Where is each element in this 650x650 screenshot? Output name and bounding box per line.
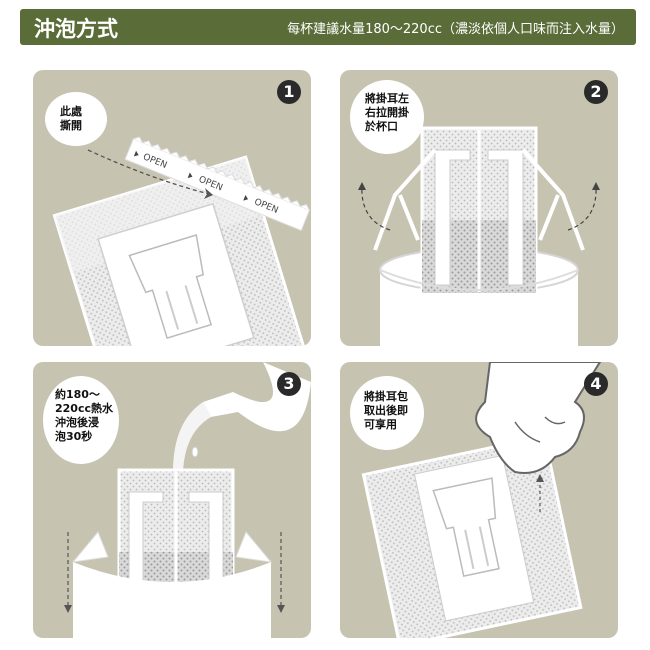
header-bar: 沖泡方式 每杯建議水量180～220cc（濃淡依個人口味而注入水量） bbox=[20, 9, 636, 45]
step-2-text-line: 於杯口 bbox=[365, 120, 398, 133]
step-4-badge: 4 bbox=[584, 372, 608, 396]
step-2-text-line: 右拉開掛 bbox=[365, 106, 409, 119]
step-3-text-line: 220cc熱水 bbox=[55, 402, 114, 415]
page-title: 沖泡方式 bbox=[34, 17, 118, 41]
step-4-text-line: 取出後即 bbox=[364, 404, 408, 417]
step-3-panel: 約180～ 220cc熱水 沖泡後浸 泡30秒 3 bbox=[33, 362, 311, 638]
step-4-bubble: 將掛耳包 取出後即 可享用 bbox=[350, 376, 424, 450]
step-4-text-line: 將掛耳包 bbox=[364, 390, 408, 403]
step-1-bubble: 此處 撕開 bbox=[45, 92, 107, 146]
step-2-badge: 2 bbox=[584, 80, 608, 104]
step-1-panel: OPEN OPEN OPEN 此處 撕開 1 bbox=[33, 70, 311, 346]
step-3-text-line: 約180～ bbox=[55, 388, 100, 401]
step-3-badge: 3 bbox=[277, 372, 301, 396]
step-4-illustration bbox=[361, 362, 602, 638]
step-1-badge: 1 bbox=[277, 80, 301, 104]
step-3-bubble: 約180～ 220cc熱水 沖泡後浸 泡30秒 bbox=[43, 376, 119, 464]
step-2-text-line: 將掛耳左 bbox=[365, 92, 409, 105]
water-amount-note: 每杯建議水量180～220cc（濃淡依個人口味而注入水量） bbox=[287, 22, 624, 37]
step-4-text-line: 可享用 bbox=[364, 418, 397, 431]
step-3-text-line: 沖泡後浸 bbox=[55, 416, 99, 429]
step-2-panel: 將掛耳左 右拉開掛 於杯口 2 bbox=[340, 70, 618, 346]
step-1-illustration: OPEN OPEN OPEN bbox=[52, 136, 311, 346]
step-1-text-line: 撕開 bbox=[60, 119, 82, 132]
step-2-illustration bbox=[358, 126, 600, 346]
step-1-text-line: 此處 bbox=[60, 105, 82, 118]
step-4-panel: 將掛耳包 取出後即 可享用 4 bbox=[340, 362, 618, 638]
step-2-bubble: 將掛耳左 右拉開掛 於杯口 bbox=[350, 80, 424, 154]
step-3-text-line: 泡30秒 bbox=[55, 430, 93, 443]
